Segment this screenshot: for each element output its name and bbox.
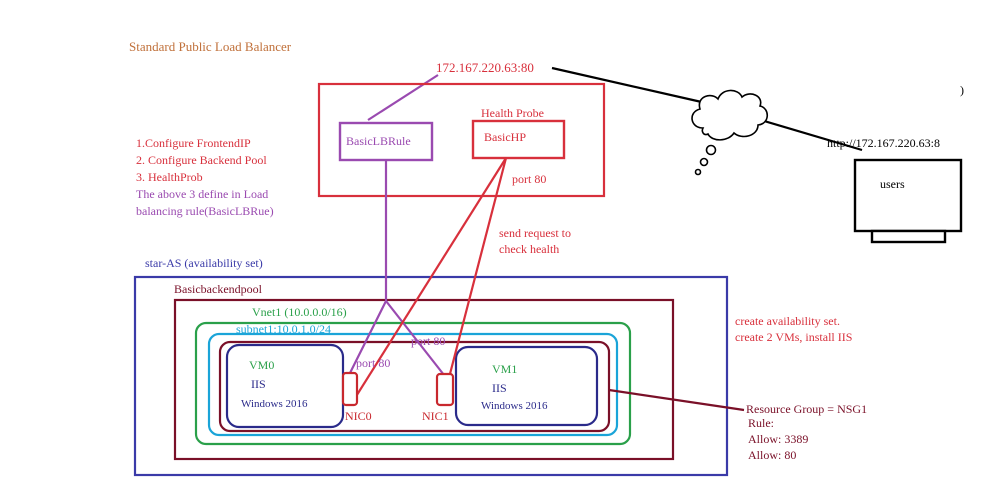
rule-note-line-1: The above 3 define in Load: [136, 187, 269, 201]
diagram-title: Standard Public Load Balancer: [129, 39, 292, 54]
subnet-box: [207, 332, 619, 437]
probe-to-nic0-line: [354, 157, 507, 399]
vnet-label: Vnet1 (10.0.0.0/16): [252, 305, 347, 319]
lb-rule-name: BasicLBRule: [346, 134, 411, 148]
health-probe-label: Health Probe: [481, 106, 544, 120]
load-balancer-box: [317, 82, 606, 198]
cloud-icon: [691, 89, 769, 176]
probe-to-nic1-line: [442, 157, 508, 398]
rule-to-nic1-line: [385, 300, 445, 376]
monitor-icon: [853, 158, 963, 244]
probe-action-line-2: check health: [499, 242, 560, 256]
frontend-ip-label: 172.167.220.63:80: [436, 60, 534, 75]
availability-set-box: [133, 275, 729, 477]
backend-pool-label: Basicbackendpool: [174, 282, 262, 296]
edge-glyph: ): [960, 83, 964, 97]
nsg-rule-label: Rule:: [748, 416, 774, 430]
rule-note-line-2: balancing rule(BasicLBRue): [136, 204, 274, 218]
backend-pool-box: [173, 298, 675, 461]
instructions-line-2: create 2 VMs, install IIS: [735, 330, 853, 344]
nic1-box: [435, 372, 455, 407]
vm0-port: port 80: [356, 356, 391, 370]
users-label: users: [880, 177, 905, 191]
cloud-to-users-line: [753, 116, 863, 152]
vm1-port: port 80: [411, 334, 446, 348]
frontend-to-rule-line: [367, 74, 439, 121]
vm1-name: VM1: [492, 362, 518, 376]
frontend-to-cloud-line: [551, 66, 707, 105]
users-url: http://172.167.220.63:8: [827, 136, 941, 150]
availability-set-label: star-AS (availability set): [145, 256, 263, 270]
health-probe-port: port 80: [512, 172, 547, 186]
instructions-line-1: create availability set.: [735, 314, 840, 328]
nic1-label: NIC1: [422, 409, 449, 423]
nsg-connector-line: [608, 388, 745, 412]
nic0-label: NIC0: [345, 409, 372, 423]
step-1-label: 1.Configure FrontendIP: [136, 136, 251, 150]
vm1-os: Windows 2016: [481, 400, 548, 412]
vm0-os: Windows 2016: [241, 398, 308, 410]
vm1-box: [454, 345, 599, 427]
vm0-box: [225, 343, 345, 429]
vm0-name: VM0: [249, 358, 275, 372]
vnet-box: [194, 321, 632, 446]
nsg-allow-80: Allow: 80: [748, 448, 797, 462]
vm0-app: IIS: [251, 377, 266, 391]
step-3-label: 3. HealthProb: [136, 170, 203, 184]
nic0-box: [341, 371, 359, 407]
probe-action-line-1: send request to: [499, 226, 571, 240]
nsg-title: Resource Group = NSG1: [746, 402, 868, 416]
vm1-app: IIS: [492, 381, 507, 395]
nsg-allow-3389: Allow: 3389: [748, 432, 809, 446]
vm-group-box: [218, 340, 611, 433]
subnet-label: subnet1:10.0.1.0/24: [236, 322, 331, 336]
step-2-label: 2. Configure Backend Pool: [136, 153, 267, 167]
health-probe-box: [471, 119, 566, 160]
health-probe-name: BasicHP: [484, 130, 526, 144]
